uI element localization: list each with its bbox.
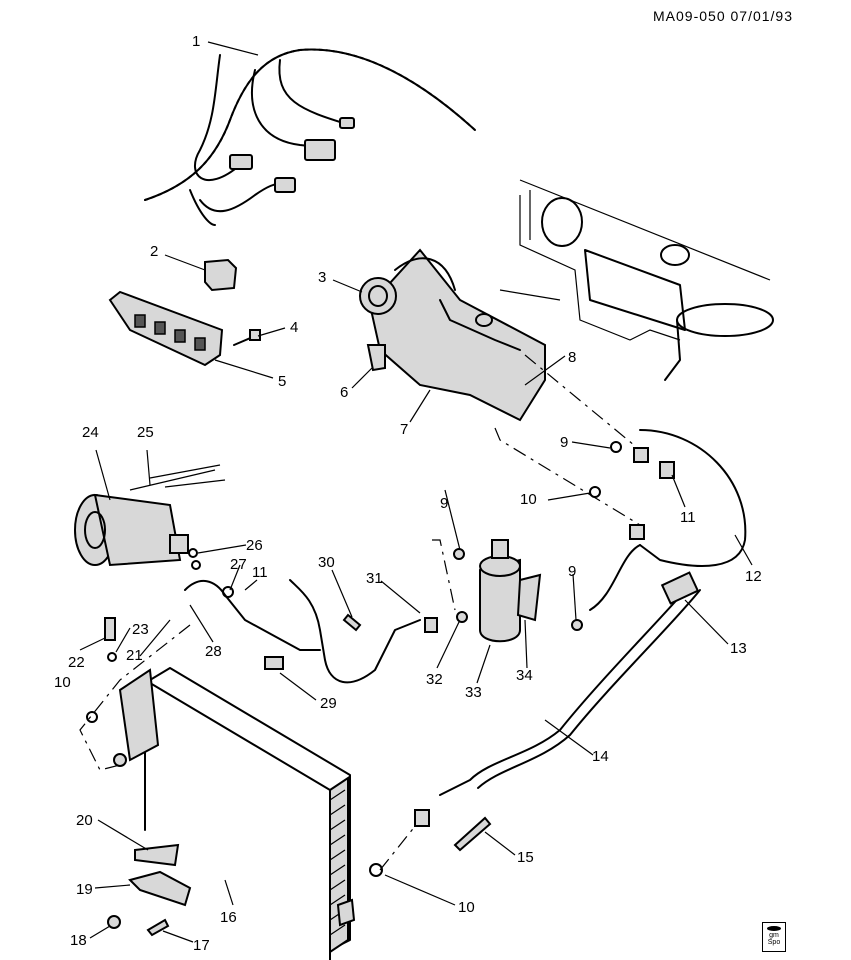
connector-part <box>204 258 238 292</box>
callout-28: 28 <box>205 643 222 660</box>
callout-11b: 11 <box>252 564 268 581</box>
callout-9c: 9 <box>568 563 576 580</box>
callout-23: 23 <box>132 621 149 638</box>
callout-6: 6 <box>340 384 348 401</box>
callout-29: 29 <box>320 695 337 712</box>
callout-4: 4 <box>290 319 298 336</box>
logo-line-1: gm <box>769 932 779 939</box>
accumulator <box>453 539 583 643</box>
logo-line-2: Spo <box>767 939 781 946</box>
callout-10b: 10 <box>54 674 71 691</box>
callout-24: 24 <box>82 424 99 441</box>
callout-10c: 10 <box>458 899 475 916</box>
callout-18: 18 <box>70 932 87 949</box>
valve-core <box>453 816 492 852</box>
callout-1: 1 <box>192 33 200 50</box>
compressor <box>74 464 226 567</box>
callout-16: 16 <box>220 909 237 926</box>
small-fittings <box>86 441 622 877</box>
callout-9b: 9 <box>440 495 448 512</box>
mount-hardware <box>107 843 192 937</box>
callout-15: 15 <box>517 849 534 866</box>
callout-17: 17 <box>193 937 210 954</box>
callout-9a: 9 <box>560 434 568 451</box>
callout-31: 31 <box>366 570 383 587</box>
callout-2: 2 <box>150 243 158 260</box>
callout-5: 5 <box>278 373 286 390</box>
callout-14: 14 <box>592 748 609 765</box>
callout-13: 13 <box>730 640 747 657</box>
condenser <box>113 667 356 960</box>
suction-hose <box>184 579 438 684</box>
gm-spo-logo: gm Spo <box>762 922 786 952</box>
callout-20: 20 <box>76 812 93 829</box>
callout-21: 21 <box>126 647 143 664</box>
callout-25: 25 <box>137 424 154 441</box>
callout-32: 32 <box>426 671 443 688</box>
callout-30: 30 <box>318 554 335 571</box>
callout-10a: 10 <box>520 491 537 508</box>
dashed-leaders <box>79 354 641 871</box>
callout-3: 3 <box>318 269 326 286</box>
firewall-panel <box>499 179 774 381</box>
callout-22: 22 <box>68 654 85 671</box>
callout-12: 12 <box>745 568 762 585</box>
callout-33: 33 <box>465 684 482 701</box>
relay-bracket <box>108 290 224 367</box>
gm-oval-icon <box>767 926 781 931</box>
callout-leaders <box>79 41 753 943</box>
o-rings <box>188 548 234 598</box>
callout-11a: 11 <box>680 509 696 526</box>
callout-27: 27 <box>230 556 247 573</box>
callout-7: 7 <box>400 421 408 438</box>
callout-8: 8 <box>568 349 576 366</box>
refrigerant-lines <box>414 429 747 827</box>
callout-26: 26 <box>246 537 263 554</box>
pressure-switch <box>104 617 117 662</box>
callout-34: 34 <box>516 667 533 684</box>
callout-labels: 1 2 3 4 5 6 7 8 9 9 9 10 10 10 11 11 12 … <box>54 33 762 954</box>
bolt-part <box>233 329 261 346</box>
evaporator-case <box>359 248 546 422</box>
callout-19: 19 <box>76 881 93 898</box>
drawing-code: MA09-050 07/01/93 <box>653 8 793 24</box>
wiring-harness <box>144 48 476 226</box>
drain-elbow <box>366 344 386 372</box>
